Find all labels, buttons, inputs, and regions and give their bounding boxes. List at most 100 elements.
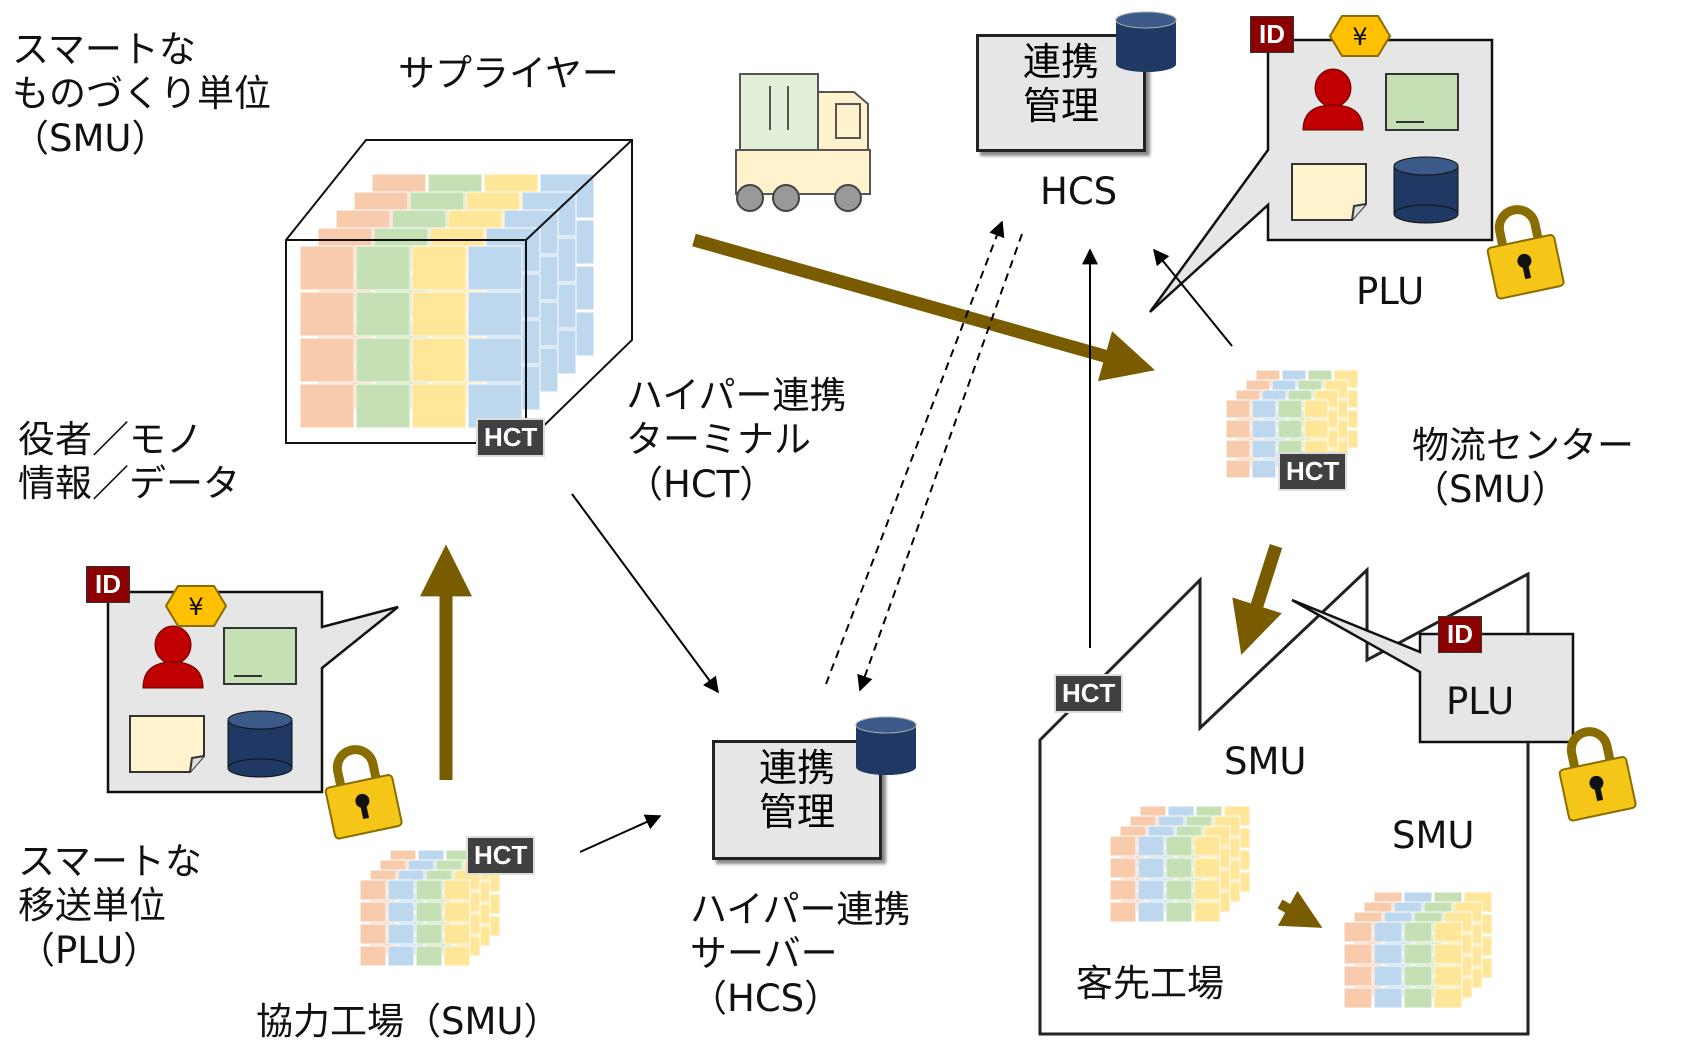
person-icon bbox=[1302, 68, 1364, 131]
cube-block bbox=[1225, 459, 1251, 479]
cube-block bbox=[1225, 419, 1251, 439]
cube-block bbox=[1109, 857, 1137, 879]
cube-block bbox=[1373, 943, 1403, 965]
label-smart-smu: スマートな ものづくり単位 （SMU） bbox=[12, 28, 271, 160]
lock-icon bbox=[1558, 727, 1637, 822]
label-logistics: 物流センター （SMU） bbox=[1412, 424, 1634, 512]
cube-block bbox=[411, 245, 467, 291]
cube-block bbox=[1303, 419, 1329, 439]
cube-block bbox=[443, 945, 471, 967]
cube-block bbox=[299, 337, 355, 383]
lock-icon bbox=[1486, 205, 1565, 300]
cube-block bbox=[443, 879, 471, 901]
cube-block bbox=[355, 245, 411, 291]
label-partner-factory: 協力工場（SMU） bbox=[256, 1000, 561, 1043]
cube-block bbox=[1137, 901, 1165, 923]
cube-block bbox=[1251, 459, 1277, 479]
cube-block bbox=[387, 879, 415, 901]
cube-block bbox=[467, 245, 523, 291]
truck-icon bbox=[735, 73, 871, 212]
cube-block bbox=[1433, 921, 1463, 943]
cube-block bbox=[1193, 857, 1221, 879]
customer-cubes-1 bbox=[1109, 805, 1251, 923]
cube-block bbox=[359, 901, 387, 923]
cube-block bbox=[1343, 965, 1373, 987]
cube-block bbox=[1193, 835, 1221, 857]
hct-tag-logistics: HCT bbox=[1278, 452, 1348, 491]
label-actors: 役者／モノ 情報／データ bbox=[18, 418, 240, 506]
cube-block bbox=[1303, 399, 1329, 419]
label-hcs-top: HCS bbox=[1040, 170, 1118, 213]
label-smu-factory: SMU bbox=[1224, 740, 1307, 783]
cube-block bbox=[355, 291, 411, 337]
cube-block bbox=[1225, 439, 1251, 459]
cube-block bbox=[1277, 399, 1303, 419]
cube-block bbox=[1277, 419, 1303, 439]
supplier-cubes bbox=[299, 173, 595, 429]
cube-block bbox=[1433, 943, 1463, 965]
cube-block bbox=[415, 923, 443, 945]
label-customer-factory: 客先工場 bbox=[1076, 962, 1224, 1005]
cube-block bbox=[1403, 943, 1433, 965]
cube-block bbox=[1403, 921, 1433, 943]
cube-block bbox=[415, 945, 443, 967]
supplier-box-frame bbox=[285, 139, 633, 444]
cube-block bbox=[1109, 901, 1137, 923]
label-plu-top: PLU bbox=[1356, 270, 1425, 313]
lock-icon bbox=[324, 745, 403, 840]
id-tag-left: ID bbox=[86, 566, 130, 603]
coordination-management-box-top: 連携 管理 bbox=[976, 34, 1146, 152]
hct-tag-partner: HCT bbox=[466, 836, 536, 875]
cube-block bbox=[411, 383, 467, 429]
cube-block bbox=[467, 291, 523, 337]
cube-block bbox=[1193, 879, 1221, 901]
document-icon bbox=[1291, 163, 1367, 221]
cube-block bbox=[1165, 879, 1193, 901]
cube-block bbox=[355, 337, 411, 383]
cube-block bbox=[1343, 921, 1373, 943]
smu-cube-groups bbox=[299, 173, 1493, 1009]
partner-cubes bbox=[359, 849, 501, 967]
cube-block bbox=[387, 945, 415, 967]
cube-block bbox=[299, 245, 355, 291]
cube-block bbox=[467, 337, 523, 383]
cube-block bbox=[1251, 439, 1277, 459]
cube-block bbox=[411, 337, 467, 383]
cube-block bbox=[1373, 987, 1403, 1009]
cube-block bbox=[411, 291, 467, 337]
cube-block bbox=[299, 291, 355, 337]
cube-block bbox=[443, 923, 471, 945]
customer-cubes-2 bbox=[1343, 891, 1493, 1009]
cube-block bbox=[359, 923, 387, 945]
id-tag-top: ID bbox=[1250, 16, 1294, 53]
cube-block bbox=[1165, 901, 1193, 923]
label-smu-factory2: SMU bbox=[1392, 814, 1475, 857]
coordination-management-box-bottom: 連携 管理 bbox=[712, 740, 882, 860]
flow-arrows bbox=[420, 233, 1323, 928]
monitor-icon bbox=[223, 627, 297, 685]
document-icon bbox=[129, 715, 205, 773]
cube-block bbox=[1109, 835, 1137, 857]
monitor-icon bbox=[1385, 73, 1459, 131]
hct-tag-customer: HCT bbox=[1054, 674, 1124, 713]
cube-block bbox=[1373, 921, 1403, 943]
cube-block bbox=[1109, 879, 1137, 901]
cube-block bbox=[387, 923, 415, 945]
thin-arrows bbox=[571, 220, 1233, 853]
label-plu-box: PLU bbox=[1446, 680, 1515, 723]
cube-block bbox=[355, 383, 411, 429]
svg-text:¥: ¥ bbox=[188, 593, 203, 621]
cube-block bbox=[1225, 399, 1251, 419]
customer-factory-outline bbox=[1038, 566, 1530, 1036]
person-icon bbox=[142, 625, 204, 689]
cube-block bbox=[1137, 835, 1165, 857]
cube-block bbox=[359, 945, 387, 967]
cube-block bbox=[299, 383, 355, 429]
hct-tag-supplier: HCT bbox=[476, 418, 546, 457]
database-icon bbox=[227, 710, 293, 778]
cube-block bbox=[1343, 987, 1373, 1009]
cube-block bbox=[1403, 987, 1433, 1009]
cube-block bbox=[415, 901, 443, 923]
cube-block bbox=[1343, 943, 1373, 965]
